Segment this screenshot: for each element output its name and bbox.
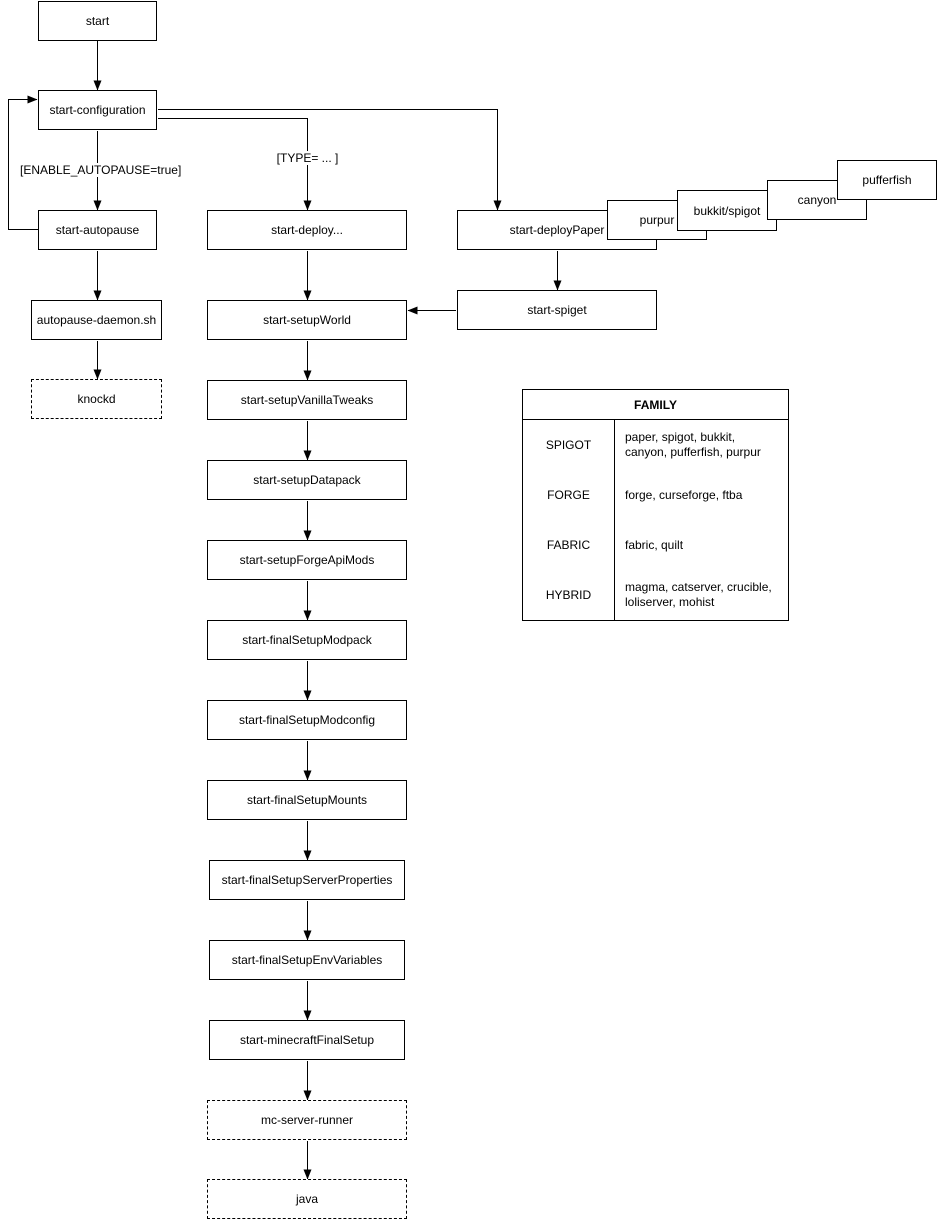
node-start-setup-vanilla-tweaks: start-setupVanillaTweaks	[207, 380, 407, 420]
node-start: start	[38, 1, 157, 41]
family-table-row: HYBRID magma, catserver, crucible, lolis…	[523, 570, 788, 620]
node-start-setup-forge-api-mods: start-setupForgeApiMods	[207, 540, 407, 580]
family-name: FORGE	[547, 488, 590, 502]
family-name: HYBRID	[545, 588, 592, 602]
node-start-minecraft-final-setup: start-minecraftFinalSetup	[209, 1020, 405, 1060]
family-members: magma, catserver, crucible, loliserver, …	[614, 570, 788, 620]
node-start-final-setup-modpack: start-finalSetupModpack	[207, 620, 407, 660]
edge-configuration-to-deploypaper	[158, 109, 502, 211]
node-start-spiget: start-spiget	[457, 290, 657, 330]
node-pufferfish: pufferfish	[837, 160, 937, 200]
edge-label-enable-autopause: [ENABLE_AUTOPAUSE=true]	[20, 163, 182, 177]
family-members: fabric, quilt	[614, 520, 788, 570]
node-start-setup-datapack: start-setupDatapack	[207, 460, 407, 500]
family-name: FABRIC	[546, 538, 591, 552]
node-autopause-daemon: autopause-daemon.sh	[31, 300, 162, 340]
node-start-setup-world: start-setupWorld	[207, 300, 407, 340]
family-table-row: FABRIC fabric, quilt	[523, 520, 788, 570]
node-start-configuration: start-configuration	[38, 90, 157, 130]
node-start-deploy: start-deploy...	[207, 210, 407, 250]
node-knockd: knockd	[31, 379, 162, 419]
family-table-title: FAMILY	[523, 390, 788, 420]
edge-autopause-loop-to-configuration	[8, 95, 38, 230]
family-members: forge, curseforge, ftba	[614, 470, 788, 520]
node-start-final-setup-mounts: start-finalSetupMounts	[207, 780, 407, 820]
family-table: FAMILY SPIGOT paper, spigot, bukkit, can…	[522, 389, 789, 621]
node-canyon: canyon	[767, 180, 867, 220]
node-java: java	[207, 1179, 407, 1219]
node-start-final-setup-env-variables: start-finalSetupEnvVariables	[209, 940, 405, 980]
node-mc-server-runner: mc-server-runner	[207, 1100, 407, 1140]
node-start-final-setup-modconfig: start-finalSetupModconfig	[207, 700, 407, 740]
family-table-row: SPIGOT paper, spigot, bukkit, canyon, pu…	[523, 420, 788, 470]
node-start-final-setup-server-properties: start-finalSetupServerProperties	[209, 860, 405, 900]
node-bukkit-spigot: bukkit/spigot	[677, 190, 777, 231]
family-members: paper, spigot, bukkit, canyon, pufferfis…	[614, 420, 788, 470]
node-start-autopause: start-autopause	[38, 210, 157, 250]
edge-label-type: [TYPE= ... ]	[257, 151, 358, 165]
edge-configuration-to-deploy	[158, 118, 312, 211]
family-name: SPIGOT	[545, 438, 592, 452]
family-table-row: FORGE forge, curseforge, ftba	[523, 470, 788, 520]
